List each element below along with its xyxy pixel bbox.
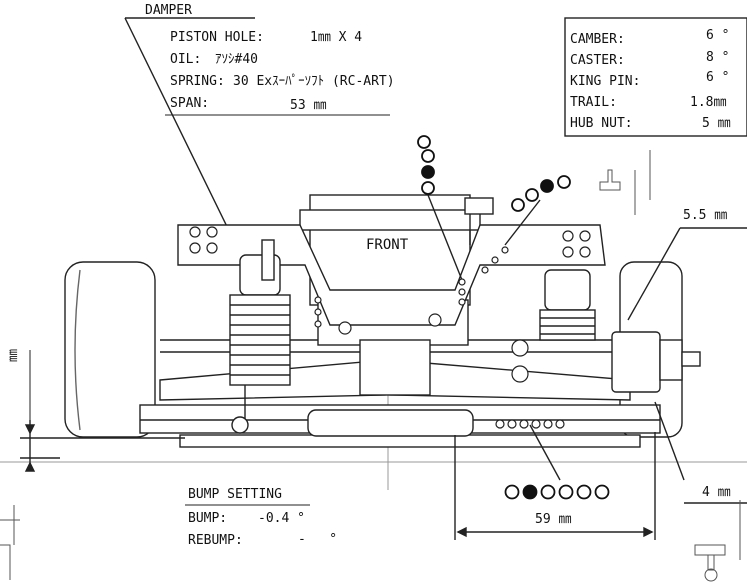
left-unit-label: ㎜ — [6, 348, 21, 362]
hole-selector-dot — [421, 181, 435, 195]
right-hub — [611, 331, 661, 393]
hole-selector-dot — [525, 188, 539, 202]
track-width-label: 59 ㎜ — [535, 512, 572, 527]
caster-label: CASTER: — [570, 53, 625, 68]
damper-oil-label: OIL: — [170, 52, 202, 67]
alignment-box — [564, 17, 747, 137]
caster-value: 8 ° — [706, 50, 730, 65]
damper-title: DAMPER — [145, 3, 192, 18]
ride-height-label: 5.5 ㎜ — [683, 208, 728, 223]
camber-value: 6 ° — [706, 28, 730, 43]
damper-spring-value: 30 Exｽｰﾊﾟｰｿﾌﾄ (RC-ART) — [233, 74, 395, 89]
front-label: FRONT — [366, 237, 409, 253]
hole-selector-dot — [504, 484, 520, 500]
bump-label: BUMP: — [188, 511, 228, 526]
damper-piston-label: PISTON HOLE: — [170, 30, 264, 45]
hubnut-label: HUB NUT: — [570, 116, 633, 131]
hole-selector-dot — [421, 149, 435, 163]
damper-span-value: 53 ㎜ — [290, 98, 327, 113]
hole-selector-dot — [558, 484, 574, 500]
hubnut-value: 5 ㎜ — [702, 116, 731, 131]
hole-selector-dot — [557, 175, 571, 189]
rebump-value: - ° — [298, 532, 338, 547]
damper-span-label: SPAN: — [170, 96, 210, 111]
hole-selector-dot — [421, 165, 435, 179]
left-tower-hole-selector — [417, 135, 435, 195]
bulkhead-hole-selector — [504, 484, 610, 500]
bump-title: BUMP SETTING — [188, 487, 282, 502]
hole-selector-dot — [576, 484, 592, 500]
left-damper — [229, 239, 291, 434]
shock-tower — [177, 224, 606, 326]
hole-selector-dot — [511, 198, 525, 212]
bump-value: -0.4 ° — [258, 511, 305, 526]
right-damper — [539, 269, 596, 341]
camber-label: CAMBER: — [570, 32, 625, 47]
damper-spring-label: SPRING: — [170, 74, 225, 89]
damper-piston-value: 1㎜ X 4 — [310, 30, 363, 45]
kingpin-label: KING PIN: — [570, 74, 641, 89]
damper-oil-value: ｱｿｼ#40 — [215, 52, 258, 67]
trail-value: 1.8㎜ — [690, 95, 727, 110]
trail-label: TRAIL: — [570, 95, 617, 110]
hub-offset-label: 4 ㎜ — [702, 485, 731, 500]
hole-selector-dot — [594, 484, 610, 500]
hole-selector-dot — [417, 135, 431, 149]
kingpin-value: 6 ° — [706, 70, 730, 85]
rebump-label: REBUMP: — [188, 533, 243, 548]
hole-selector-dot — [540, 484, 556, 500]
right-tower-hole-selector — [511, 175, 571, 212]
hole-selector-dot — [540, 179, 554, 193]
left-tire — [64, 261, 156, 438]
hole-selector-dot — [522, 484, 538, 500]
